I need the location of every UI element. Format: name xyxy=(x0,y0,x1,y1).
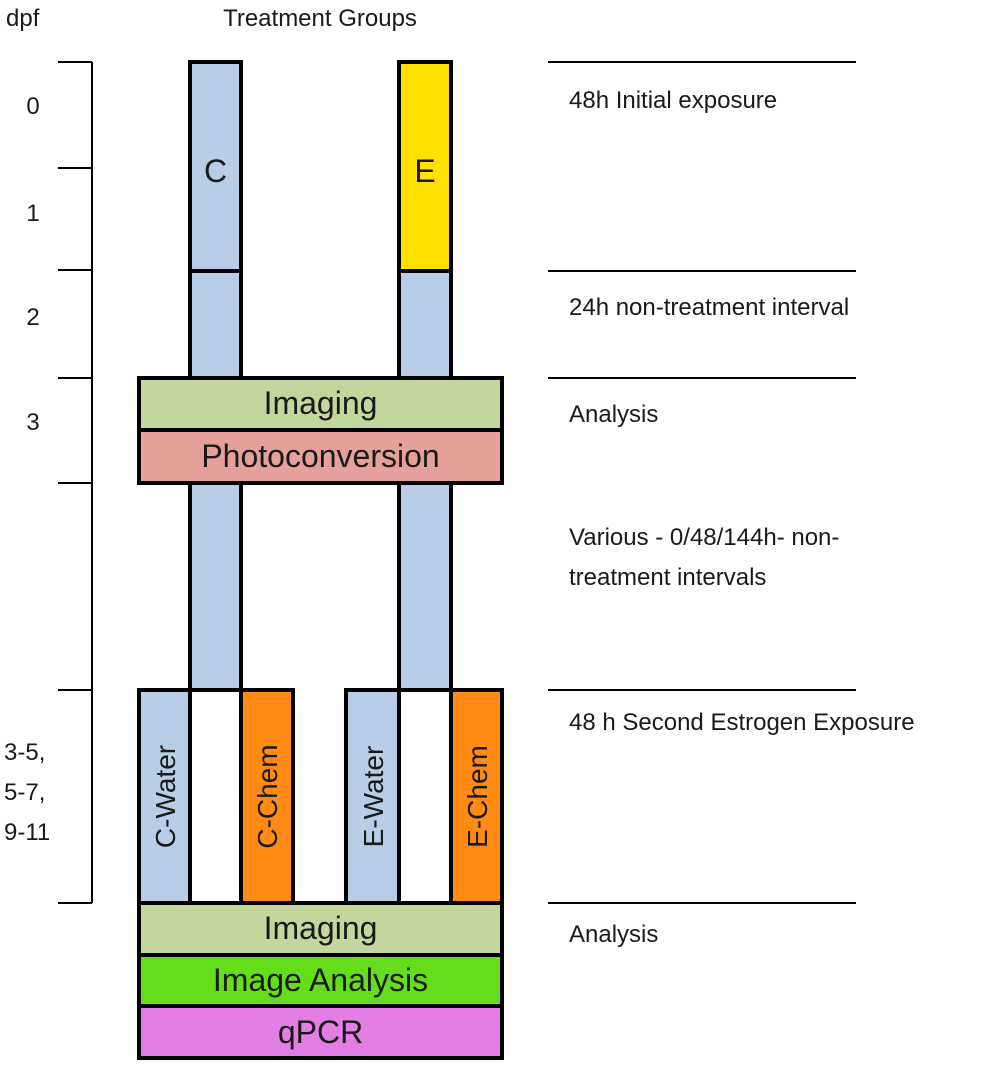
phase-second-estrogen-exposure: 48 h Second Estrogen Exposure xyxy=(569,709,915,736)
control-group-label: C xyxy=(204,153,227,189)
estrogen-group-label: E xyxy=(414,153,435,189)
dpf-label-9-11: 9-11 xyxy=(4,819,50,846)
phase-non-treatment-interval: 24h non-treatment interval xyxy=(569,294,849,321)
imaging-label-1: Imaging xyxy=(264,385,378,421)
qpcr-label: qPCR xyxy=(278,1014,363,1050)
e-water-label: E-Water xyxy=(358,746,389,848)
qpcr-block xyxy=(137,1004,504,1060)
e-water-bar xyxy=(344,688,401,905)
imaging-block-2 xyxy=(137,901,504,957)
dpf-label-3-5: 3-5, xyxy=(4,739,45,766)
e-chem-bar xyxy=(449,688,504,905)
dpf-label-2: 2 xyxy=(26,304,39,331)
c-water-bar xyxy=(137,688,192,905)
c-gap-bar xyxy=(188,688,243,905)
control-initial-bar xyxy=(188,60,243,273)
imaging-block-1 xyxy=(137,376,504,432)
phase-initial-exposure: 48h Initial exposure xyxy=(569,87,777,114)
control-interval-bar xyxy=(188,269,243,380)
photoconversion-label: Photoconversion xyxy=(201,438,439,474)
imaging-label-2: Imaging xyxy=(264,910,378,946)
e-chem-label: E-Chem xyxy=(462,745,493,848)
phase-analysis-2: Analysis xyxy=(569,921,658,948)
phase-analysis-1: Analysis xyxy=(569,401,658,428)
dpf-label-5-7: 5-7, xyxy=(4,779,45,806)
treatment-groups-title: Treatment Groups xyxy=(223,5,417,32)
phase-various-intervals-line1: Various - 0/48/144h- non- xyxy=(569,524,839,551)
dpf-label-3: 3 xyxy=(26,409,39,436)
dpf-label-0: 0 xyxy=(26,93,39,120)
control-long-interval-bar xyxy=(188,481,243,692)
estrogen-long-interval-bar xyxy=(397,481,453,692)
estrogen-interval-bar xyxy=(397,269,453,380)
phase-various-intervals-line2: treatment intervals xyxy=(569,564,766,591)
photoconversion-block xyxy=(137,428,504,485)
dpf-axis xyxy=(58,61,93,904)
phase-rules xyxy=(548,61,856,904)
c-chem-label: C-Chem xyxy=(252,744,283,848)
image-analysis-label: Image Analysis xyxy=(213,962,428,998)
dpf-axis-label: dpf xyxy=(6,5,40,32)
e-gap-bar xyxy=(397,688,453,905)
dpf-label-1: 1 xyxy=(26,200,39,227)
c-water-label: C-Water xyxy=(150,745,181,848)
